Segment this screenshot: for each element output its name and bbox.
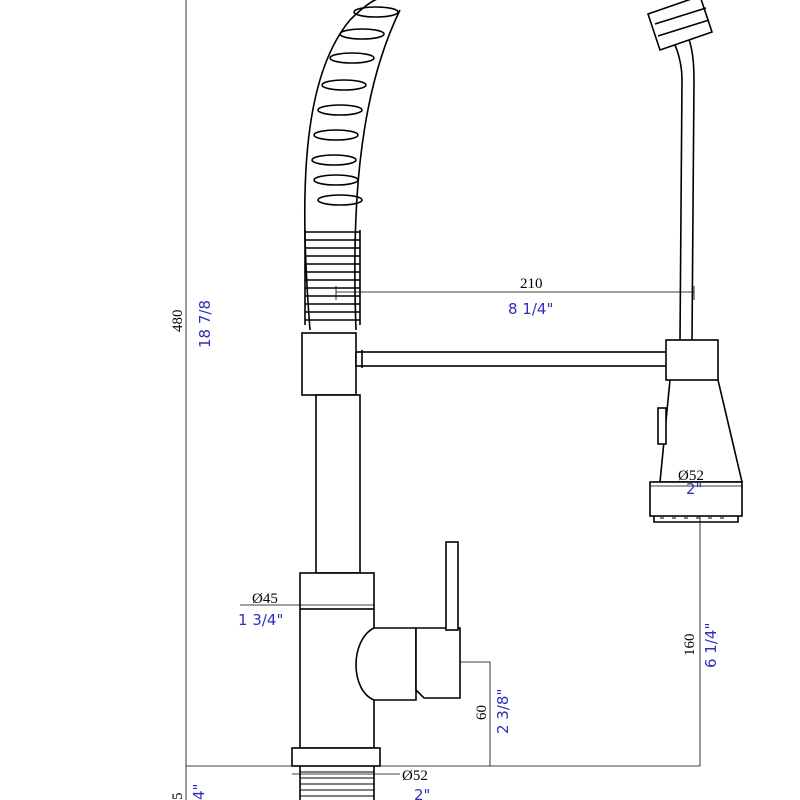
body-diameter-mm: Ø45: [252, 591, 278, 607]
dimension-lines: [185, 0, 742, 800]
spout-reach-inch: 8 1/4": [508, 300, 553, 318]
spray-height-inch: 6 1/4": [702, 623, 720, 668]
shank-partial-mm: 5: [170, 793, 186, 800]
spring-coil: [304, 6, 399, 325]
total-height-inch: 18 7/8: [196, 300, 214, 348]
handle-height-mm: 60: [474, 705, 490, 720]
spray-height-mm: 160: [682, 634, 698, 657]
faucet-outline: [291, 0, 744, 800]
base-diameter-mm: Ø52: [402, 768, 428, 784]
shank-partial-inch: 4": [190, 784, 208, 800]
dimension-labels: 480 18 7/8 210 8 1/4" Ø52 2" Ø45 1 3/4" …: [170, 276, 720, 800]
sprayer-diameter-mm: Ø52: [678, 468, 704, 484]
spout-reach-mm: 210: [520, 276, 543, 292]
body-diameter-inch: 1 3/4": [238, 611, 283, 629]
sprayer-diameter-inch: 2": [686, 480, 702, 498]
total-height-mm: 480: [170, 310, 186, 333]
base-diameter-inch: 2": [414, 786, 430, 800]
handle-height-inch: 2 3/8": [494, 689, 512, 734]
